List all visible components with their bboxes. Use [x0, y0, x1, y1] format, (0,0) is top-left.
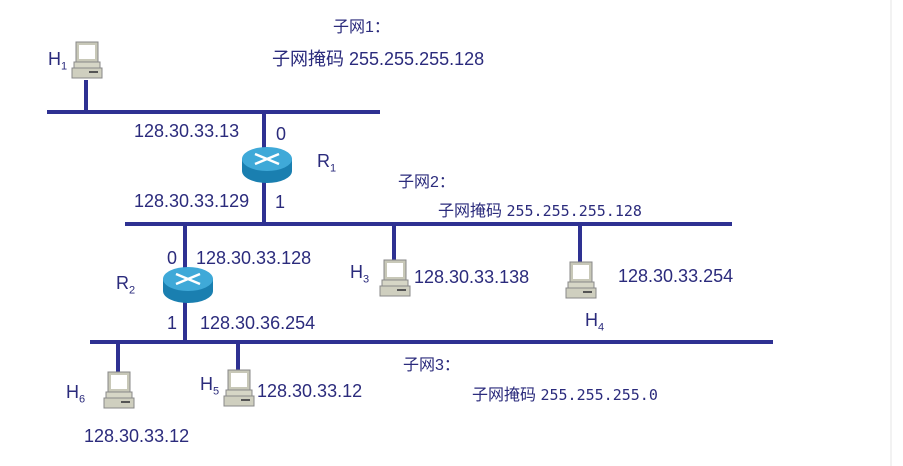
h3-ip: 128.30.33.138 [414, 267, 530, 287]
r2-label: R2 [116, 273, 136, 297]
subnet1-title: 子网1： [333, 19, 390, 36]
r1-port0-ip: 128.30.33.13 [134, 121, 240, 141]
h1-label: H1 [48, 49, 68, 73]
subnet3-mask: 子网掩码 255.255.255.0 [472, 386, 658, 404]
h5-ip: 128.30.33.12 [257, 381, 363, 401]
h6-ip: 128.30.33.12 [84, 426, 190, 446]
router-r2-icon [161, 265, 215, 305]
host-h3-icon [379, 259, 411, 297]
r1-label: R1 [317, 151, 337, 175]
h4-ip: 128.30.33.254 [618, 266, 734, 286]
h5-label: H5 [200, 374, 220, 398]
h3-label: H3 [350, 262, 370, 286]
host-h1-icon [71, 41, 103, 79]
r2-port0-ip: 128.30.33.128 [196, 248, 312, 268]
host-h5-icon [223, 369, 255, 407]
r2-port1-num: 1 [167, 313, 178, 333]
subnet1-mask: 子网掩码 255.255.255.128 [272, 49, 485, 69]
h6-label: H6 [66, 382, 86, 406]
r1-port1-num: 1 [275, 192, 286, 212]
host-h4-icon [565, 261, 597, 299]
r2-port1-ip: 128.30.36.254 [200, 313, 316, 333]
subnet2-title: 子网2： [398, 174, 455, 191]
r2-port0-num: 0 [167, 248, 178, 268]
subnet2-mask: 子网掩码 255.255.255.128 [438, 202, 642, 220]
host-h6-icon [103, 371, 135, 409]
h4-label: H4 [585, 310, 605, 334]
r1-port1-ip: 128.30.33.129 [134, 191, 250, 211]
r1-port0-num: 0 [276, 124, 287, 144]
router-r1-icon [240, 145, 294, 185]
subnet3-title: 子网3： [403, 357, 460, 374]
